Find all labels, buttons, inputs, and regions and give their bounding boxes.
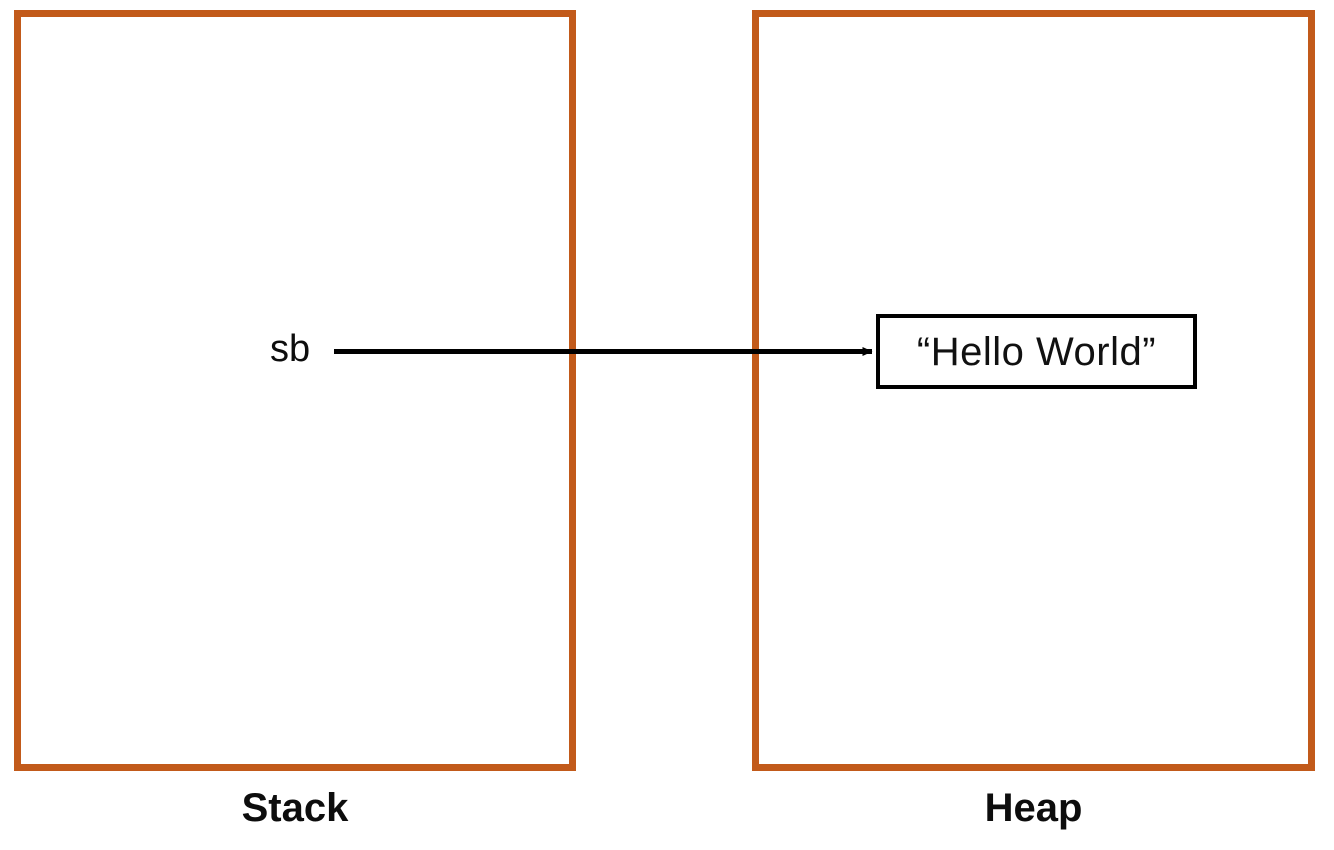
heap-region-box <box>752 10 1315 771</box>
stack-variable-label-sb: sb <box>270 328 311 370</box>
stack-caption-label: Stack <box>241 786 349 830</box>
heap-caption-label: Heap <box>984 786 1083 830</box>
heap-object-value: “Hello World” <box>916 329 1157 374</box>
heap-object-box: “Hello World” <box>876 314 1197 389</box>
stack-region-box <box>14 10 576 771</box>
